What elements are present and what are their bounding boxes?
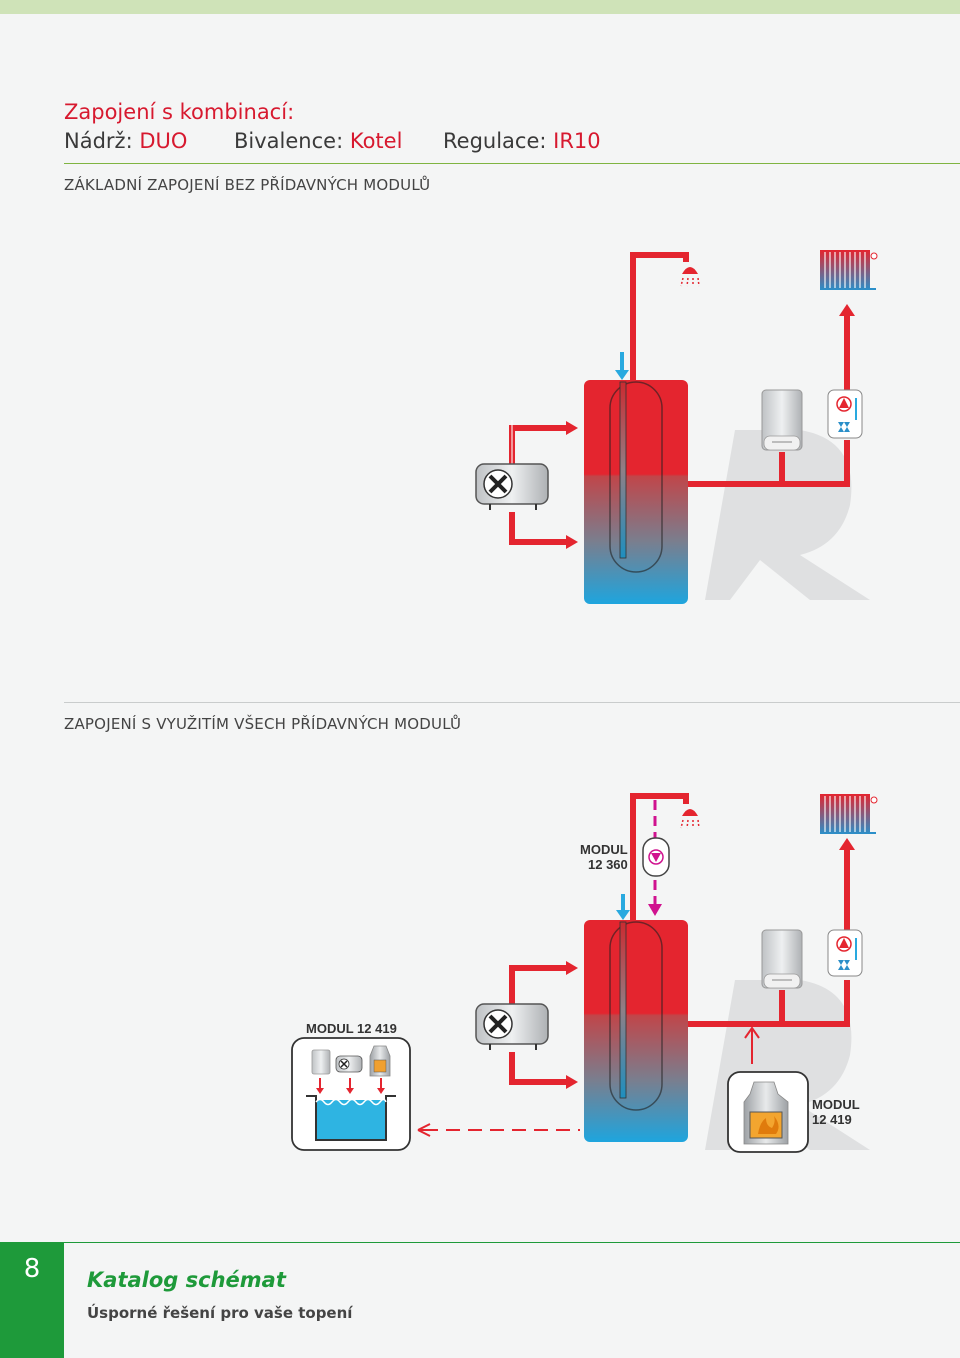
shower-icon xyxy=(680,267,700,287)
radiator-icon xyxy=(820,250,878,290)
footer-rule xyxy=(64,1242,960,1243)
modul-360-label-2: 12 360 xyxy=(588,857,628,872)
pump-group-icon xyxy=(827,389,863,439)
regulation-value: IR10 xyxy=(553,129,601,153)
duo-tank xyxy=(584,920,688,1142)
heading-divider xyxy=(64,163,960,164)
section-divider xyxy=(64,702,960,703)
section1-title: ZÁKLADNÍ ZAPOJENÍ BEZ PŘÍDAVNÝCH MODULŮ xyxy=(64,176,431,194)
heat-pump-icon xyxy=(475,1003,549,1050)
boiler-icon xyxy=(761,389,803,451)
duo-tank xyxy=(584,380,688,604)
shower-icon xyxy=(680,809,700,829)
fireplace-icon xyxy=(743,1081,789,1145)
boiler-icon xyxy=(761,929,803,989)
heading-title: Zapojení s kombinací: xyxy=(64,100,295,124)
modul-419-fireplace-label-2: 12 419 xyxy=(812,1112,852,1127)
bivalence-label: Bivalence: xyxy=(234,129,344,153)
circulation-pump-icon xyxy=(642,837,670,877)
modul-419-pool-label: MODUL 12 419 xyxy=(306,1021,397,1036)
radiator-icon xyxy=(820,794,878,834)
pump-group-icon xyxy=(827,929,863,977)
footer-subtitle: Úsporné řešení pro vaše topení xyxy=(87,1304,353,1322)
bivalence-value: Kotel xyxy=(349,129,403,153)
full-modules-diagram: MODUL 12 360 MODUL 12 419 xyxy=(291,793,878,1153)
page-number: 8 xyxy=(23,1254,41,1284)
heat-pump-icon xyxy=(475,463,549,510)
pool-icon xyxy=(306,1095,396,1141)
cold-inlet-arrow-icon xyxy=(615,352,629,380)
watermark-r-icon xyxy=(705,430,870,600)
page-heading: Zapojení s kombinací: Nádrž: DUO Bivalenc… xyxy=(64,98,601,156)
cold-inlet-arrow-icon xyxy=(616,894,630,920)
page-number-box xyxy=(0,1242,64,1358)
section2-title: ZAPOJENÍ S VYUŽITÍM VŠECH PŘÍDAVNÝCH MOD… xyxy=(64,715,462,733)
tank-value: DUO xyxy=(139,129,188,153)
footer-title: Katalog schémat xyxy=(87,1268,286,1292)
modul-360-label-1: MODUL xyxy=(580,842,628,857)
pool-module-devices-icon xyxy=(311,1045,391,1077)
regulation-label: Regulace: xyxy=(443,129,547,153)
modul-419-fireplace-label-1: MODUL xyxy=(812,1097,860,1112)
tank-label: Nádrž: xyxy=(64,129,133,153)
basic-connection-diagram xyxy=(475,250,878,604)
top-accent-bar xyxy=(0,0,960,14)
